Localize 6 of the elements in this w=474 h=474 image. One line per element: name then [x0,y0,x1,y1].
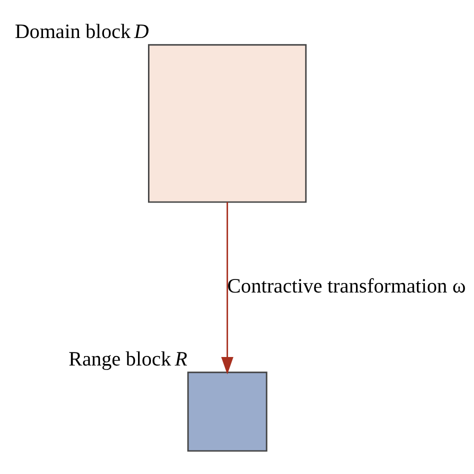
node-box [148,44,306,203]
node-label: Range block R [68,348,187,370]
node-box [186,372,267,452]
edge-label: Contractive transformation ω [226,276,466,298]
node-label: Domain block D [14,20,148,43]
arrow [220,202,233,374]
